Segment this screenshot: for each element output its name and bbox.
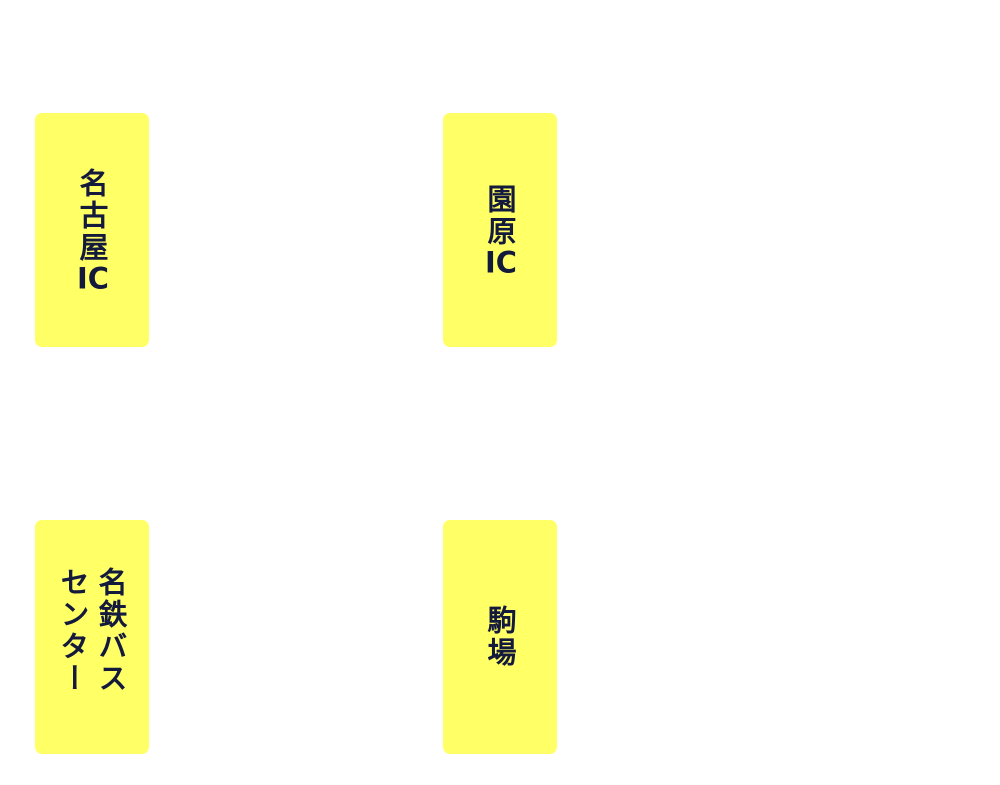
station-card-sonohara-ic[interactable]: 園原IC: [443, 113, 557, 347]
station-card-meitetsu-bus-center[interactable]: 名鉄バスセンター: [35, 520, 149, 754]
station-label: 駒場: [483, 605, 517, 669]
station-card-nagoya-ic[interactable]: 名古屋IC: [35, 113, 149, 347]
station-label: 名古屋IC: [75, 167, 109, 293]
station-card-komaba[interactable]: 駒場: [443, 520, 557, 754]
station-label: 名鉄バスセンター: [56, 567, 128, 695]
station-label: 園原IC: [483, 183, 517, 277]
